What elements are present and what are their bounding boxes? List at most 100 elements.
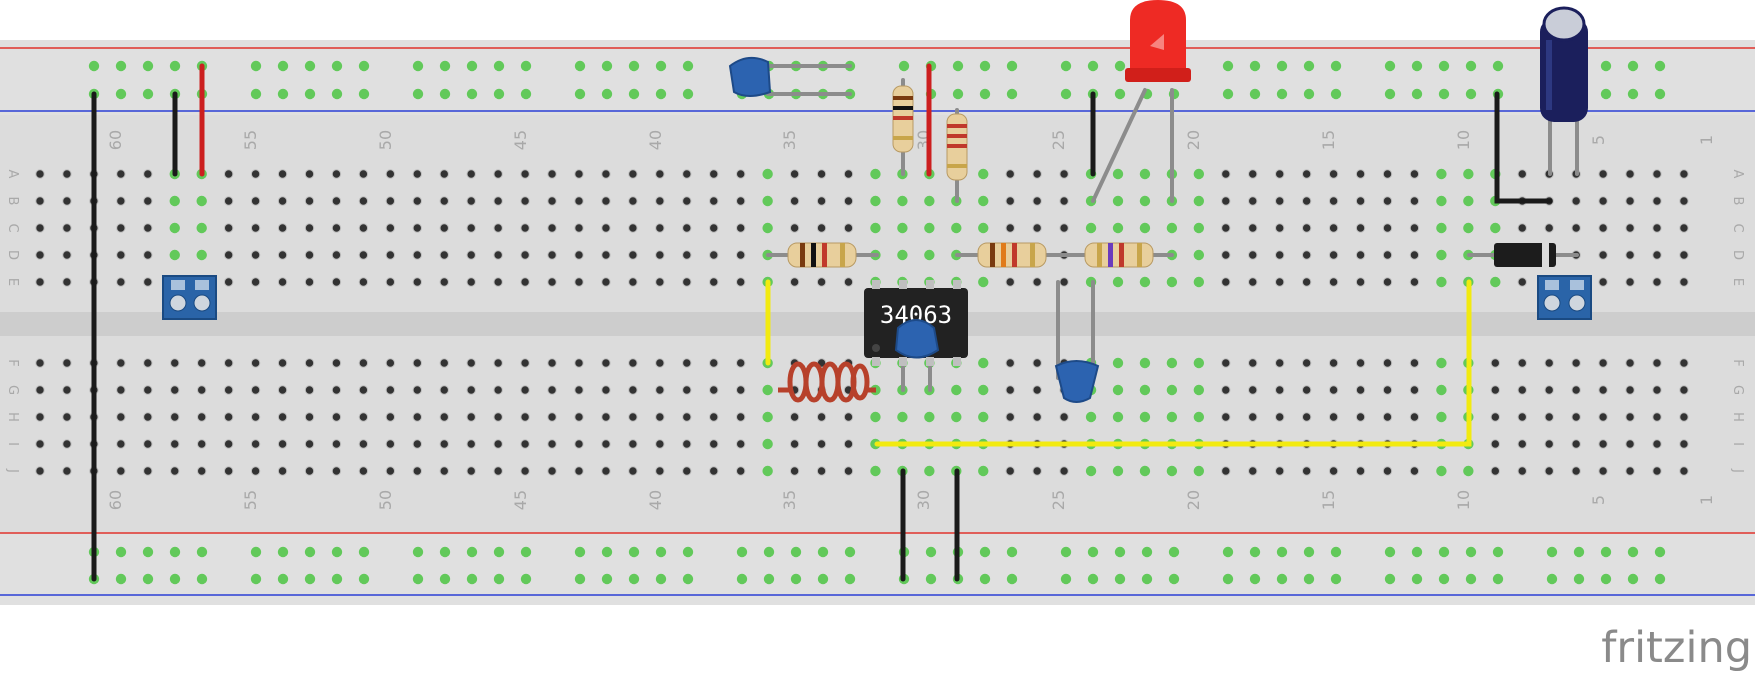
breadboard-hole: [1355, 385, 1366, 395]
breadboard-hole: [62, 223, 72, 233]
breadboard-hole: [1463, 465, 1474, 477]
breadboard-hole: [1328, 385, 1339, 395]
breadboard-hole: [197, 439, 207, 449]
breadboard-hole: [385, 196, 396, 206]
breadboard-hole: [1652, 439, 1662, 449]
row-label-right: A: [1730, 170, 1745, 179]
breadboard-hole: [843, 439, 854, 449]
breadboard-hole: [816, 169, 827, 179]
breadboard-hole: [1517, 358, 1527, 368]
breadboard-hole: [655, 466, 665, 476]
breadboard-hole: [35, 466, 45, 476]
column-number-bottom: 20: [1184, 490, 1203, 510]
breadboard-hole: [628, 358, 638, 368]
breadboard-hole: [385, 412, 396, 422]
breadboard-hole: [1193, 357, 1205, 369]
breadboard-hole: [358, 169, 369, 179]
column-number-top: 1: [1697, 135, 1716, 145]
breadboard-hole: [143, 223, 153, 233]
breadboard-hole: [1275, 412, 1285, 422]
rail-hole: [277, 60, 289, 72]
rail-hole: [520, 60, 532, 72]
rail-hole: [331, 88, 343, 100]
column-number-bottom: 15: [1319, 490, 1338, 510]
breadboard-hole: [601, 439, 611, 449]
rail-hole: [1276, 60, 1288, 72]
rail-hole: [763, 546, 775, 558]
rail-hole: [655, 546, 667, 558]
rail-hole: [142, 60, 154, 72]
rail-hole: [1384, 60, 1396, 72]
row-label-left: B: [5, 197, 20, 206]
breadboard-hole: [1005, 466, 1015, 476]
breadboard-hole: [358, 196, 369, 206]
breadboard-hole: [574, 466, 584, 476]
breadboard-hole: [277, 385, 288, 395]
column-number-bottom: 10: [1454, 490, 1473, 510]
breadboard-hole: [1652, 358, 1662, 368]
breadboard-hole: [331, 439, 342, 449]
breadboard-hole: [1382, 358, 1393, 368]
column-number-top: 5: [1589, 135, 1608, 145]
breadboard-hole: [1544, 439, 1554, 449]
rail-hole: [925, 546, 937, 558]
breadboard-hole: [223, 385, 234, 395]
resistor-vertical-2: [946, 113, 968, 181]
breadboard-hole: [520, 412, 530, 422]
breadboard-hole: [1193, 195, 1205, 207]
breadboard-hole: [870, 411, 881, 423]
breadboard-hole: [1517, 466, 1527, 476]
breadboard-hole: [574, 439, 584, 449]
breadboard-hole: [520, 169, 530, 179]
column-number-bottom: 50: [376, 490, 395, 510]
breadboard-hole: [1652, 169, 1662, 179]
breadboard-hole: [1598, 223, 1608, 233]
breadboard-hole: [35, 385, 45, 395]
breadboard-hole: [116, 223, 126, 233]
row-label-left: I: [5, 442, 20, 446]
breadboard-hole: [1248, 466, 1258, 476]
breadboard-hole: [1193, 465, 1205, 477]
rail-hole: [1114, 88, 1126, 100]
breadboard-hole: [1139, 222, 1151, 234]
breadboard-hole: [978, 411, 989, 423]
breadboard-hole: [223, 250, 234, 260]
breadboard-hole: [736, 466, 746, 476]
breadboard-hole: [762, 438, 773, 450]
breadboard-hole: [709, 169, 719, 179]
fritzing-watermark: fritzing: [1601, 623, 1752, 673]
breadboard-hole: [574, 196, 584, 206]
rail-hole: [1222, 573, 1234, 585]
breadboard-hole: [1436, 222, 1447, 234]
rail-hole: [520, 546, 532, 558]
breadboard-hole: [843, 196, 854, 206]
rail-hole: [601, 546, 613, 558]
breadboard-hole: [978, 168, 989, 180]
breadboard-hole: [1301, 385, 1312, 395]
breadboard-hole: [1166, 276, 1178, 288]
breadboard-hole: [493, 439, 503, 449]
rail-hole: [1600, 546, 1612, 558]
breadboard-hole: [331, 223, 342, 233]
breadboard-hole: [1301, 223, 1312, 233]
wire-black-rail-c: [1494, 91, 1553, 204]
breadboard-hole: [655, 196, 665, 206]
breadboard-hole: [1328, 466, 1339, 476]
breadboard-hole: [1328, 277, 1339, 287]
rail-hole: [1249, 573, 1261, 585]
breadboard-hole: [520, 439, 530, 449]
breadboard-hole: [143, 439, 153, 449]
breadboard-hole: [1679, 385, 1689, 395]
breadboard-hole: [924, 465, 935, 477]
breadboard-hole: [1490, 222, 1501, 234]
breadboard-hole: [358, 223, 369, 233]
breadboard-hole: [816, 412, 827, 422]
breadboard-hole: [655, 385, 665, 395]
rail-hole: [331, 60, 343, 72]
breadboard-hole: [1544, 466, 1554, 476]
bottom-rail-strip: [0, 532, 1755, 605]
rail-hole: [790, 573, 802, 585]
breadboard-hole: [1571, 466, 1581, 476]
breadboard-hole: [277, 277, 288, 287]
breadboard-hole: [1085, 411, 1097, 423]
